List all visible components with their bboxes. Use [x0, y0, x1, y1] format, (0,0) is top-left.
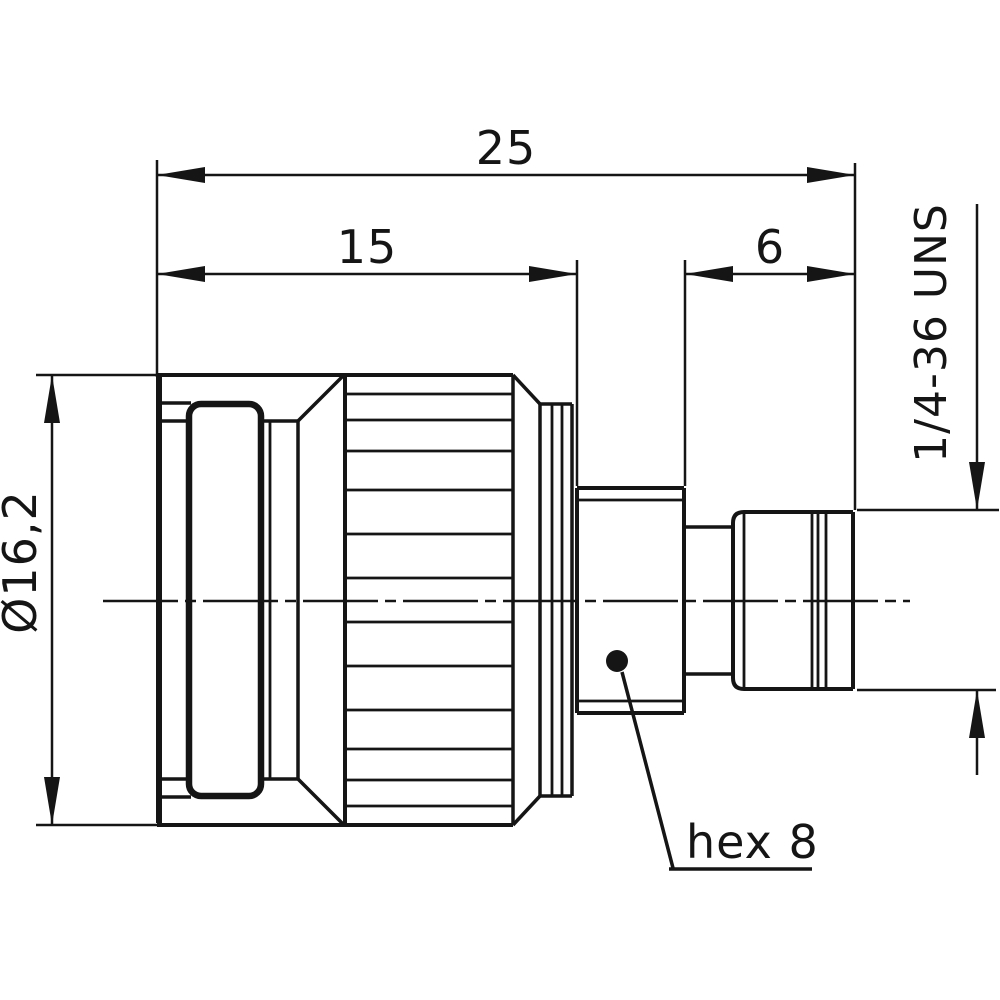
arrowhead-dia-bottom: [44, 777, 60, 825]
arrowhead-thread-top: [969, 462, 985, 510]
connector-body: [103, 373, 910, 827]
knurl-chamfer-top: [511, 373, 542, 406]
arrowhead-thread-bottom: [969, 690, 985, 738]
dimension-body-diameter: Ø16,2: [0, 375, 60, 825]
arrowhead-25-left: [157, 167, 205, 183]
hex-callout: hex 8: [606, 650, 819, 871]
hex-label: hex 8: [686, 815, 819, 869]
dim-label-15: 15: [337, 220, 398, 274]
leader-dot: [606, 650, 628, 672]
dimension-overall-length: 25: [157, 121, 855, 183]
extension-lines: [36, 160, 999, 827]
arrowhead-25-right: [807, 167, 855, 183]
dimension-body-length: 15: [157, 220, 577, 282]
dim-label-6: 6: [755, 220, 785, 274]
dimension-thread-spec: 1/4-36 UNS: [906, 203, 985, 775]
leader-line: [620, 671, 675, 869]
knurl-chamfer-bottom: [511, 794, 542, 827]
arrowhead-6-left: [685, 266, 733, 282]
cap-chamfer-top: [296, 373, 346, 423]
dim-label-25: 25: [476, 121, 537, 175]
arrowhead-15-right: [529, 266, 577, 282]
knurl-ridge-lines: [345, 392, 513, 808]
dim-label-thread-spec: 1/4-36 UNS: [906, 203, 957, 463]
cap-chamfer-bottom: [296, 777, 346, 827]
dimension-thread-length: 6: [685, 220, 855, 282]
dim-label-dia: Ø16,2: [0, 490, 47, 634]
relief-neck-section: [684, 525, 733, 676]
arrowhead-dia-top: [44, 375, 60, 423]
arrowhead-15-left: [157, 266, 205, 282]
arrowhead-6-right: [807, 266, 855, 282]
